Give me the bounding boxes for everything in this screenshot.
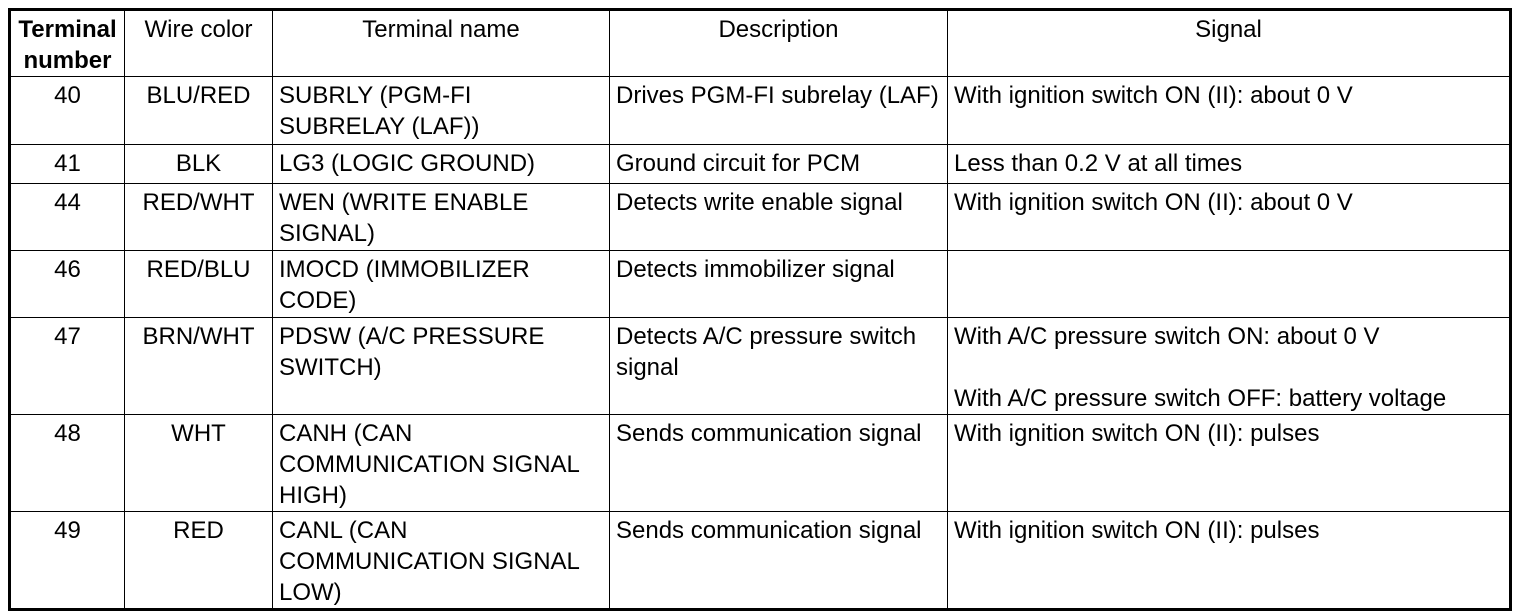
table-body: 40 BLU/RED SUBRLY (PGM-FI SUBRELAY (LAF)…: [9, 76, 1511, 610]
cell-description: Detects write enable signal: [609, 183, 948, 251]
column-header-terminal-name-label: Terminal name: [362, 16, 520, 43]
cell-terminal-number: 46: [9, 250, 125, 318]
cell-wire-color: BLK: [124, 144, 273, 184]
cell-description: Ground circuit for PCM: [609, 144, 948, 184]
signal-paragraph: Less than 0.2 V at all times: [954, 150, 1243, 177]
cell-signal: [947, 250, 1511, 318]
column-header-description-label: Description: [718, 16, 839, 43]
cell-description: Detects immobilizer signal: [609, 250, 948, 318]
column-header-terminal-number-line2: number: [23, 47, 112, 74]
cell-description: Detects A/C pressure switch signal: [609, 317, 948, 415]
column-header-wire-color: Wire color: [124, 9, 273, 77]
cell-wire-color: RED/BLU: [124, 250, 273, 318]
cell-terminal-name: CANH (CAN COMMUNICATION SIGNAL HIGH): [272, 414, 610, 512]
cell-description: Sends communication signal: [609, 414, 948, 512]
cell-terminal-name: IMOCD (IMMOBILIZER CODE): [272, 250, 610, 318]
cell-wire-color: RED/WHT: [124, 183, 273, 251]
cell-signal: With A/C pressure switch ON: about 0 V W…: [947, 317, 1511, 415]
column-header-terminal-number-line1: Terminal: [18, 16, 117, 43]
cell-terminal-number: 41: [9, 144, 125, 184]
column-header-terminal-name: Terminal name: [272, 9, 610, 77]
pcm-terminal-table: Terminal number Wire color Terminal name…: [8, 8, 1512, 611]
signal-paragraph-secondary: With A/C pressure switch OFF: battery vo…: [954, 385, 1447, 412]
cell-wire-color: WHT: [124, 414, 273, 512]
column-header-terminal-number: Terminal number: [9, 9, 125, 77]
cell-signal: With ignition switch ON (II): about 0 V: [947, 183, 1511, 251]
cell-wire-color: BRN/WHT: [124, 317, 273, 415]
cell-wire-color: RED: [124, 511, 273, 610]
cell-signal: With ignition switch ON (II): pulses: [947, 414, 1511, 512]
table-row: 47 BRN/WHT PDSW (A/C PRESSURE SWITCH) De…: [9, 317, 1511, 415]
cell-terminal-name: PDSW (A/C PRESSURE SWITCH): [272, 317, 610, 415]
cell-terminal-number: 47: [9, 317, 125, 415]
cell-signal: Less than 0.2 V at all times: [947, 144, 1511, 184]
signal-paragraph: With ignition switch ON (II): about 0 V: [954, 82, 1353, 109]
column-header-signal-label: Signal: [1195, 16, 1262, 43]
table-row: 44 RED/WHT WEN (WRITE ENABLE SIGNAL) Det…: [9, 183, 1511, 251]
column-header-signal: Signal: [947, 9, 1511, 77]
cell-terminal-name: LG3 (LOGIC GROUND): [272, 144, 610, 184]
signal-paragraph: With ignition switch ON (II): pulses: [954, 517, 1320, 544]
cell-terminal-name: SUBRLY (PGM-FI SUBRELAY (LAF)): [272, 76, 610, 145]
table-row: 40 BLU/RED SUBRLY (PGM-FI SUBRELAY (LAF)…: [9, 76, 1511, 145]
signal-paragraph: With ignition switch ON (II): about 0 V: [954, 189, 1353, 216]
cell-terminal-number: 40: [9, 76, 125, 145]
table-row: 49 RED CANL (CAN COMMUNICATION SIGNAL LO…: [9, 511, 1511, 610]
cell-terminal-number: 44: [9, 183, 125, 251]
signal-paragraph: With A/C pressure switch ON: about 0 V: [954, 323, 1380, 350]
cell-terminal-number: 48: [9, 414, 125, 512]
table-header: Terminal number Wire color Terminal name…: [9, 9, 1511, 77]
table-row: 48 WHT CANH (CAN COMMUNICATION SIGNAL HI…: [9, 414, 1511, 512]
cell-signal: With ignition switch ON (II): about 0 V: [947, 76, 1511, 145]
signal-paragraph: With ignition switch ON (II): pulses: [954, 420, 1320, 447]
cell-description: Drives PGM-FI subrelay (LAF): [609, 76, 948, 145]
table-header-row: Terminal number Wire color Terminal name…: [9, 9, 1511, 77]
table-row: 46 RED/BLU IMOCD (IMMOBILIZER CODE) Dete…: [9, 250, 1511, 318]
cell-wire-color: BLU/RED: [124, 76, 273, 145]
column-header-wire-color-label: Wire color: [144, 16, 253, 43]
cell-terminal-name: WEN (WRITE ENABLE SIGNAL): [272, 183, 610, 251]
cell-terminal-name: CANL (CAN COMMUNICATION SIGNAL LOW): [272, 511, 610, 610]
cell-description: Sends communication signal: [609, 511, 948, 610]
column-header-description: Description: [609, 9, 948, 77]
cell-terminal-number: 49: [9, 511, 125, 610]
table-row: 41 BLK LG3 (LOGIC GROUND) Ground circuit…: [9, 144, 1511, 184]
cell-signal: With ignition switch ON (II): pulses: [947, 511, 1511, 610]
